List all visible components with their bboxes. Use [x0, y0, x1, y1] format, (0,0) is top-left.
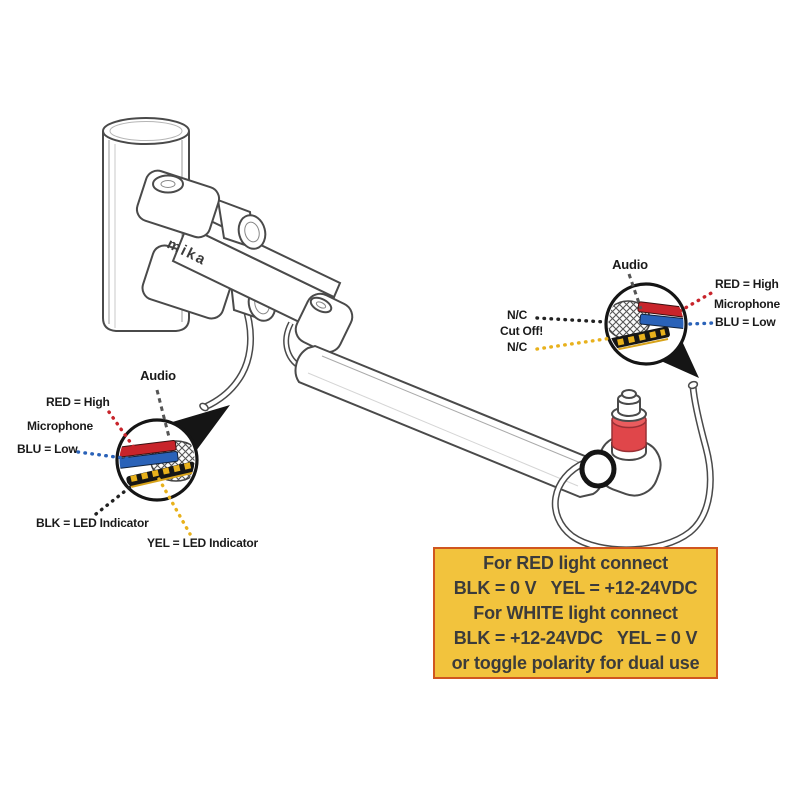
right-callout	[535, 273, 716, 378]
leader-audio-right	[627, 273, 643, 310]
leader-blue-right	[688, 321, 716, 326]
label-blu-low-left: BLU = Low	[17, 442, 78, 456]
wire-blue-right	[639, 313, 684, 331]
leader-black-right	[535, 316, 608, 324]
label-audio-right: Audio	[612, 257, 648, 272]
label-red-high-left: RED = High	[46, 395, 110, 409]
label-cut-off: Cut Off!	[500, 324, 544, 338]
label-blk-led: BLK = LED Indicator	[36, 516, 149, 530]
left-callout	[76, 389, 230, 536]
leader-blue-left	[76, 450, 133, 461]
label-nc-bottom: N/C	[507, 340, 528, 354]
label-microphone-left: Microphone	[27, 419, 93, 433]
label-nc-top: N/C	[507, 308, 528, 322]
wire-red-left	[119, 439, 177, 459]
note-line-5: or toggle polarity for dual use	[451, 652, 700, 673]
note-line-1: For RED light connect	[483, 552, 668, 573]
leader-black-left	[94, 482, 136, 516]
leader-red-left	[107, 410, 137, 451]
pole-clamp-upper	[135, 169, 267, 250]
label-red-high-right: RED = High	[715, 277, 779, 291]
red-indicator-cap	[611, 389, 647, 461]
wire-blue-left	[119, 450, 179, 470]
arm-tube	[294, 344, 605, 499]
label-microphone-right: Microphone	[714, 297, 780, 311]
label-yel-led: YEL = LED Indicator	[147, 536, 259, 550]
right-callout-wedge	[661, 341, 699, 378]
leader-red-right	[678, 290, 715, 313]
wiring-note-box: For RED light connect BLK = 0 V YEL = +1…	[433, 547, 718, 679]
left-callout-wedge	[169, 405, 230, 451]
leader-yellow-right	[535, 336, 614, 351]
wire-red-right	[637, 301, 684, 319]
label-blu-low-right: BLU = Low	[715, 315, 776, 329]
wire-led-pair-left	[126, 461, 195, 488]
note-line-2: BLK = 0 V YEL = +12-24VDC	[453, 577, 698, 598]
label-audio-left: Audio	[140, 368, 176, 383]
note-line-4: BLK = +12-24VDC YEL = 0 V	[453, 627, 698, 648]
cable-loop	[551, 380, 714, 554]
note-line-3: For WHITE light connect	[473, 602, 678, 623]
